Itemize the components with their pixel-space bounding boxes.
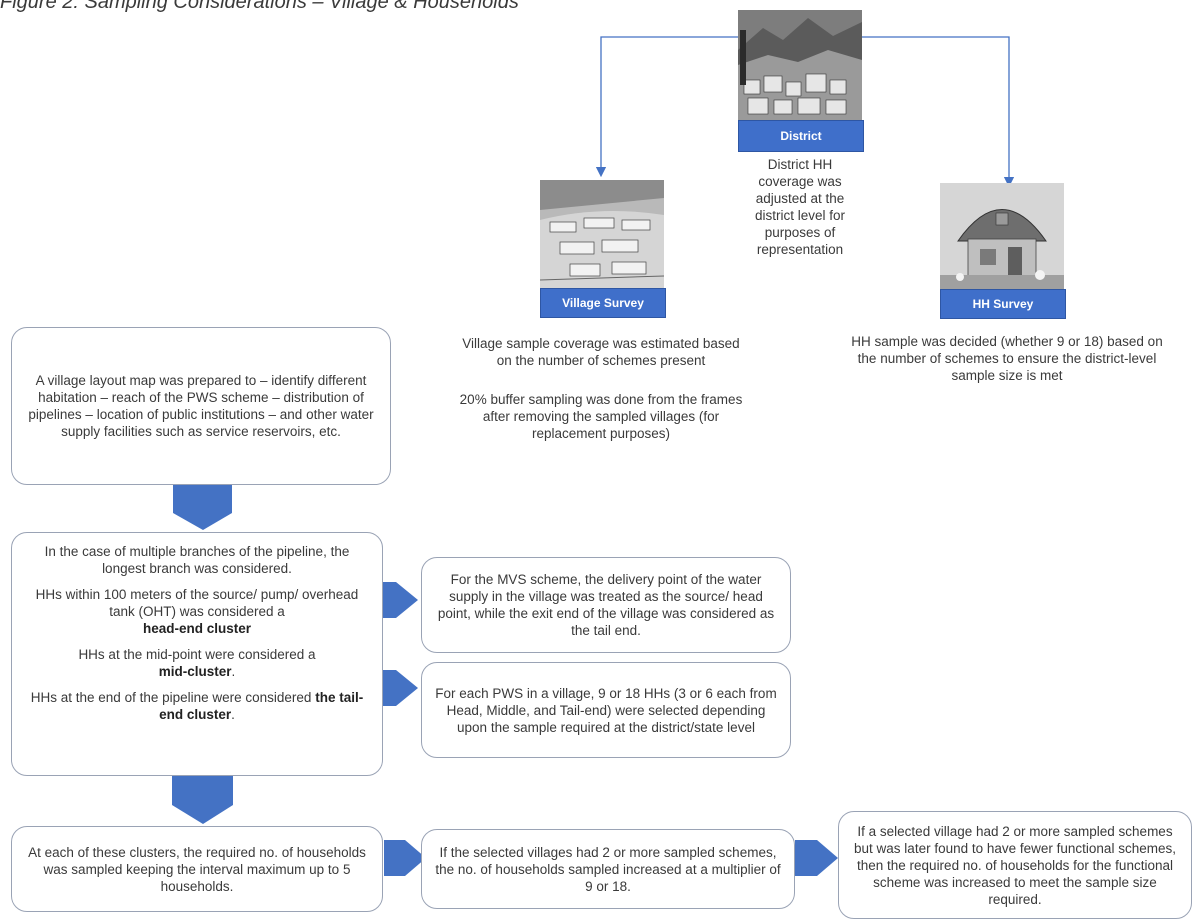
mvs-scheme-box: For the MVS scheme, the delivery point o… xyxy=(421,557,791,653)
tail-end-cluster-term: the tail-end cluster xyxy=(159,690,364,722)
clusters-p2: HHs within 100 meters of the source/ pum… xyxy=(35,587,359,636)
district-description: District HH coverage was adjusted at the… xyxy=(754,157,846,257)
down-arrow-2 xyxy=(172,776,233,824)
connector-district-village xyxy=(595,36,738,178)
clusters-box: In the case of multiple branches of the … xyxy=(11,532,383,776)
down-arrow-1 xyxy=(173,484,232,530)
village-layout-map-box: A village layout map was prepared to – i… xyxy=(11,327,391,485)
village-survey-description-2: 20% buffer sampling was done from the fr… xyxy=(459,392,743,441)
village-survey-label: Village Survey xyxy=(540,288,666,318)
house-image xyxy=(940,183,1064,289)
district-label: District xyxy=(738,120,864,152)
clusters-p4: HHs at the end of the pipeline were cons… xyxy=(30,690,364,722)
right-arrow-4 xyxy=(795,840,838,876)
multiplier-box: If the selected villages had 2 or more s… xyxy=(421,829,795,909)
hh-survey-label: HH Survey xyxy=(940,289,1066,319)
connector-district-hh xyxy=(862,36,1015,188)
mid-cluster-term: mid-cluster xyxy=(158,664,232,679)
right-arrow-2 xyxy=(375,670,418,706)
village-survey-description-1: Village sample coverage was estimated ba… xyxy=(462,336,740,368)
interval-box: At each of these clusters, the required … xyxy=(11,826,383,912)
figure-title: Figure 2: Sampling Considerations – Vill… xyxy=(0,0,519,13)
clusters-p1: In the case of multiple branches of the … xyxy=(44,544,350,576)
village-houses-image xyxy=(540,180,664,288)
hh-survey-description: HH sample was decided (whether 9 or 18) … xyxy=(851,334,1163,383)
head-end-cluster-term: head-end cluster xyxy=(142,621,252,636)
fewer-schemes-box: If a selected village had 2 or more samp… xyxy=(838,811,1192,919)
pws-village-box: For each PWS in a village, 9 or 18 HHs (… xyxy=(421,662,791,758)
right-arrow-3 xyxy=(384,840,426,876)
district-town-image xyxy=(738,10,862,120)
right-arrow-1 xyxy=(375,582,418,618)
